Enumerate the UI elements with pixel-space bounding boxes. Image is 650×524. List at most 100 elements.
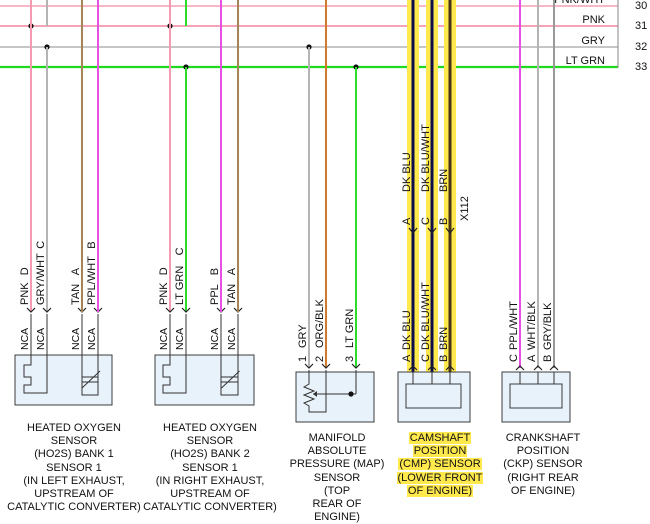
wire-color-label: DK BLU/WHT <box>420 282 432 350</box>
connector-caret <box>427 365 437 371</box>
wire-color-label: GRY/BLK <box>542 302 554 350</box>
connector-caret <box>165 307 175 313</box>
pin-number: 1 <box>297 356 309 362</box>
connector-caret <box>181 307 191 313</box>
wiper-head <box>313 391 317 397</box>
ckp-sensor-line: POSITION <box>516 445 570 458</box>
pin-number: 2 <box>314 356 326 362</box>
ho2s-bank1-box <box>14 354 113 406</box>
map-sensor-line: PRESSURE (MAP) <box>289 458 385 471</box>
heater-element-icon <box>23 355 48 394</box>
connector-caret <box>408 227 418 234</box>
pin-letter: C <box>420 354 432 362</box>
ckp-sensor-line: OF ENGINE) <box>510 484 576 497</box>
ho2s-bank2-line: CATALYTIC CONVERTER) <box>143 501 277 514</box>
wire-color-label: WHT/BLK <box>526 300 538 350</box>
sensing-element-icon <box>81 355 99 396</box>
bus-label: PNK/WHT <box>554 0 605 6</box>
connector-caret <box>445 365 455 371</box>
map-sensor-line: REAR OF <box>312 498 362 511</box>
cmp-sensor-line: CAMSHAFT <box>408 432 472 444</box>
wire-color-label-upper: DK BLU <box>401 152 413 192</box>
heater-element-icon <box>162 355 187 394</box>
nca-label: NCA <box>35 328 47 350</box>
ho2s-bank2-line: SENSOR <box>186 435 234 448</box>
nca-label: NCA <box>226 328 238 350</box>
wire-color-label: ORG/BLK <box>314 298 326 348</box>
ckp-sensor-label: CRANKSHAFT POSITION (CKP) SENSOR (RIGHT … <box>487 432 599 498</box>
bus-label: PNK <box>582 14 605 26</box>
pin-letter: A <box>226 267 238 275</box>
wire-color-label: LT GRN <box>344 309 356 348</box>
map-sensor-line: ENGINE) <box>314 511 360 524</box>
connector-caret <box>445 227 455 234</box>
connector-caret <box>515 365 525 371</box>
connector-caret <box>533 365 543 371</box>
variable-arrow-icon <box>221 370 240 389</box>
ho2s-bank1-line: (HO2S) BANK 1 <box>34 448 114 461</box>
pin-letter-upper: A <box>401 217 413 225</box>
ho2s-bank2-line: (HO2S) BANK 2 <box>170 448 250 461</box>
bus-number: 31 <box>635 20 647 32</box>
wire-color-label: PPL <box>209 284 221 305</box>
connector-caret <box>549 365 559 371</box>
wire-color-label-upper: DK BLU/WHT <box>420 124 432 192</box>
wire-color-label-upper: BRN <box>438 169 450 192</box>
bus-label: GRY <box>581 35 605 47</box>
connector-id: X112 <box>459 196 471 221</box>
ho2s-bank1-line: SENSOR 1 <box>46 461 102 474</box>
wire-color-label: PNK <box>158 282 170 305</box>
wire-color-label: TAN <box>70 284 82 305</box>
cmp-sensor-line: OF ENGINE) <box>406 484 474 497</box>
cmp-sensor-label: CAMSHAFT POSITION (CMP) SENSOR (LOWER FR… <box>384 432 496 498</box>
pin-letter: C <box>174 247 186 255</box>
wire-color-label: BRN <box>438 327 450 350</box>
wires <box>26 0 559 372</box>
cmp-internal-block <box>405 383 462 409</box>
pin-letter: A <box>70 267 82 275</box>
ho2s-bank1-line: UPSTREAM OF <box>34 488 114 501</box>
map-sensor-line: SENSOR <box>313 471 361 484</box>
connector-caret <box>304 363 314 369</box>
ho2s-bank2-line: HEATED OXYGEN <box>163 422 257 434</box>
nca-label: NCA <box>174 328 186 350</box>
cmp-sensor-line: POSITION <box>412 445 468 458</box>
map-sensor-line: ABSOLUTE <box>307 445 367 458</box>
pin-letter: D <box>19 267 31 275</box>
ho2s-bank1-line: HEATED OXYGEN <box>27 422 121 434</box>
bus-label: LT GRN <box>566 55 605 67</box>
connector-caret <box>321 363 331 369</box>
pin-number: 3 <box>344 356 356 362</box>
sensing-element-icon <box>220 355 239 396</box>
ckp-sensor-line: (RIGHT REAR <box>507 471 579 484</box>
bus-number: 30 <box>635 0 647 12</box>
connector-caret <box>427 227 437 234</box>
ho2s-bank2-label: HEATED OXYGEN SENSOR (HO2S) BANK 2 SENSO… <box>136 422 284 514</box>
wire-color-label: LT GRN <box>174 266 186 305</box>
ho2s-bank1-line: (IN LEFT EXHAUST, <box>23 474 125 487</box>
cmp-sensor-line: (CMP) SENSOR <box>398 458 482 471</box>
pin-letter: B <box>209 268 221 275</box>
pin-letter: B <box>86 241 98 248</box>
connector-caret <box>408 365 418 371</box>
wire-color-label: PNK <box>19 282 31 305</box>
pin-letter: C <box>508 354 520 362</box>
map-sensor-line: MANIFOLD <box>308 432 366 444</box>
pin-letter: C <box>35 241 47 249</box>
nca-label: NCA <box>19 328 31 350</box>
cmp-sensor-line: (LOWER FRONT <box>396 471 484 484</box>
bus-number: 32 <box>635 41 647 53</box>
nca-label: NCA <box>158 328 170 350</box>
pin-letter: B <box>542 355 554 362</box>
components <box>14 354 571 423</box>
wire-color-label: GRY/WHT <box>35 253 47 305</box>
pin-letter: B <box>438 355 450 362</box>
connector-caret <box>351 363 361 369</box>
bus-number: 33 <box>635 61 647 73</box>
map-sensor-label: MANIFOLD ABSOLUTE PRESSURE (MAP) SENSOR … <box>281 432 393 524</box>
pin-letter: A <box>401 354 413 362</box>
wire-color-label: DK BLU <box>401 310 413 350</box>
ckp-sensor-line: (CKP) SENSOR <box>503 458 583 471</box>
